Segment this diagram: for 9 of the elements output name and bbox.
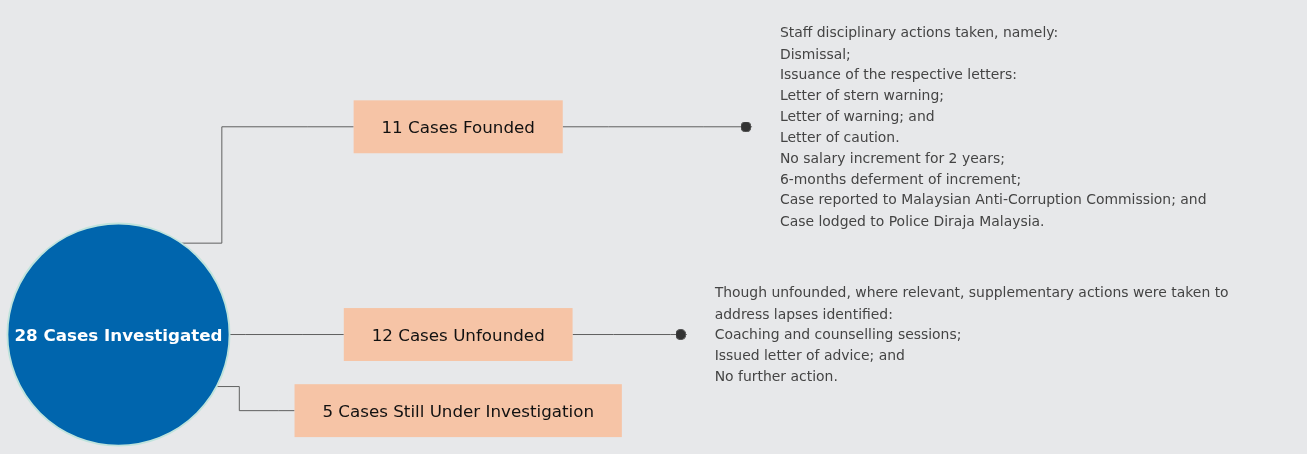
connector: [229, 334, 345, 335]
node-box: 11 Cases Founded: [353, 100, 563, 154]
node-box: 12 Cases Unfounded: [343, 308, 573, 361]
connector: [181, 126, 355, 244]
node-circle: 28 Cases Investigated: [6, 222, 231, 447]
node-box: 5 Cases Still Under Investigation: [294, 384, 622, 438]
connector: [216, 386, 295, 412]
node-text: Staff disciplinary actions taken, namely: Dismissal; Issuance of the respective letters: Letter of stern warning; Letter of warning; and Letter of caution. No salary increment for 2 years; 6-months deferment of increment; Case reported to Malaysian Anti-Corruption Commission; and Case lodged to Police Diraja Malaysia.: [779, 24, 1207, 229]
node-text: Though unfounded, where relevant, supplementary actions were taken to address lapses identified: Coaching and counselling sessions; Issued letter of advice; and No further action.: [714, 284, 1229, 385]
